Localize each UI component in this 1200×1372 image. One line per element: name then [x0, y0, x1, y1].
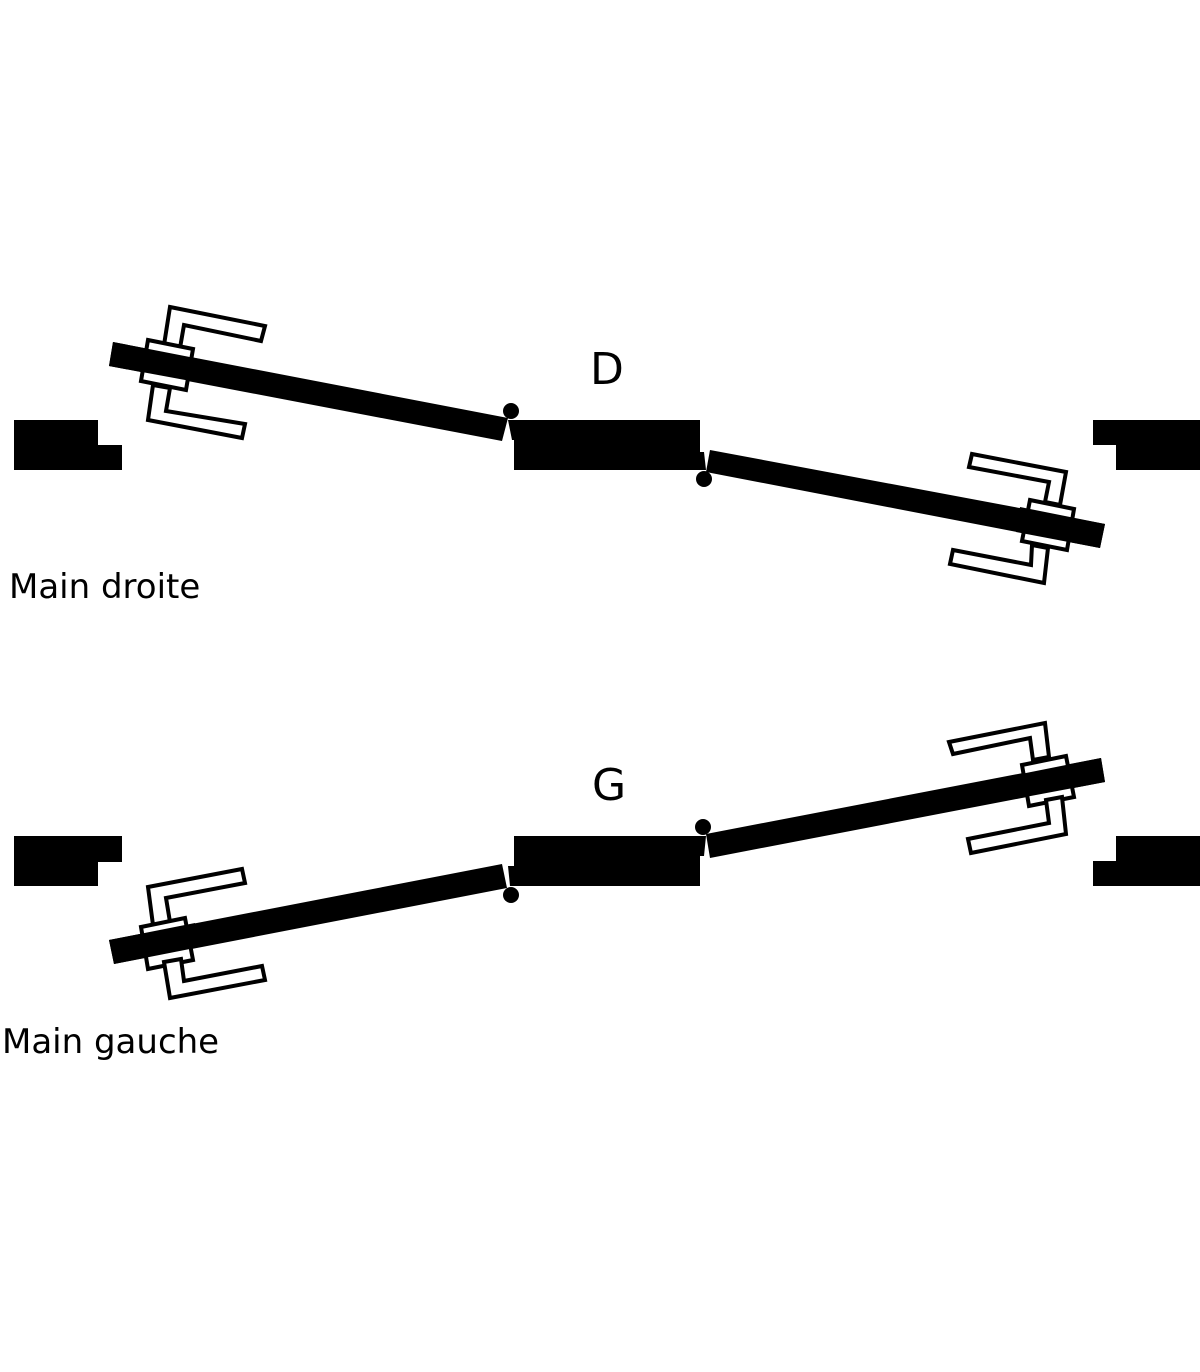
leaf-overlap — [1016, 758, 1105, 798]
left-lever-handle — [109, 304, 268, 441]
left-frame-jamb — [14, 836, 122, 886]
left-door-leaf — [109, 864, 507, 964]
configuration-caption-right: Main droite — [9, 567, 200, 607]
right-lever-handle — [946, 720, 1105, 856]
configuration-left-hand: G Main gauche — [2, 720, 1200, 1062]
left-door-leaf — [109, 342, 508, 441]
lever-lower — [145, 382, 248, 441]
leaf-overlap — [109, 923, 200, 964]
left-lever-handle — [109, 866, 268, 1001]
lever-lower — [161, 956, 268, 1001]
configuration-letter-g: G — [592, 760, 626, 811]
mullion-notch-left — [508, 866, 516, 886]
left-frame-jamb — [14, 420, 122, 470]
center-mullion — [514, 420, 700, 470]
right-frame-jamb — [1093, 836, 1200, 886]
lever-upper — [946, 720, 1052, 763]
lever-upper — [161, 304, 268, 351]
configuration-right-hand: D — [9, 304, 1200, 607]
leaf-overlap — [109, 342, 200, 382]
center-mullion — [514, 836, 700, 886]
configuration-caption-left: Main gauche — [2, 1022, 219, 1062]
lever-lower — [947, 542, 1051, 586]
mullion-notch-right — [698, 452, 706, 470]
configuration-letter-d: D — [590, 344, 624, 395]
right-door-leaf — [706, 758, 1105, 858]
right-door-leaf — [706, 450, 1105, 548]
mullion-notch-right — [698, 836, 706, 856]
lever-upper — [966, 451, 1069, 508]
hinge-bottom — [503, 887, 519, 903]
hinge-top — [695, 819, 711, 835]
right-frame-jamb — [1093, 420, 1200, 470]
hinge-top — [503, 403, 519, 419]
hinge-bottom — [696, 471, 712, 487]
leaf-overlap — [1016, 507, 1105, 548]
lever-lower — [965, 794, 1069, 856]
mullion-notch-left — [508, 420, 516, 440]
right-lever-handle — [947, 451, 1105, 586]
